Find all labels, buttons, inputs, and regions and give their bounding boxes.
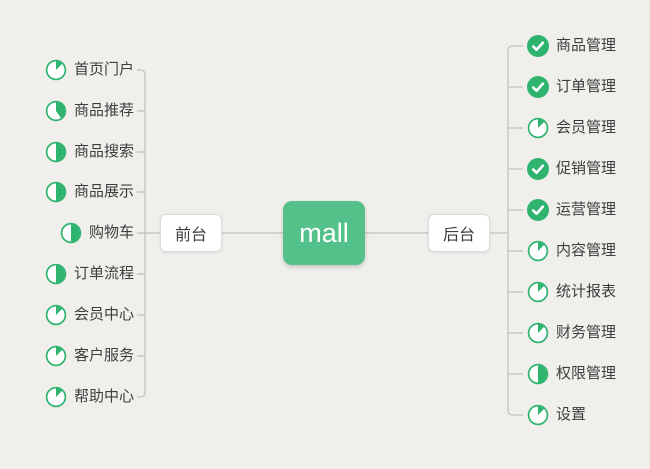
mindmap-item[interactable]: 商品展示 <box>45 180 134 204</box>
mindmap-item[interactable]: 设置 <box>527 403 586 427</box>
item-label: 首页门户 <box>73 61 134 78</box>
progress-pie-icon <box>45 386 67 408</box>
item-label: 会员中心 <box>73 306 134 323</box>
check-circle-icon <box>527 76 549 98</box>
mindmap-item[interactable]: 客户服务 <box>45 344 134 368</box>
mindmap-item[interactable]: 运营管理 <box>527 198 616 222</box>
progress-pie-icon <box>527 117 549 139</box>
item-label: 会员管理 <box>556 119 617 136</box>
item-label: 运营管理 <box>556 201 617 218</box>
progress-pie-icon <box>45 59 67 81</box>
item-label: 内容管理 <box>556 242 617 259</box>
mindmap-item[interactable]: 权限管理 <box>527 362 616 386</box>
root-node-mall[interactable]: mall <box>283 201 365 265</box>
mindmap-item[interactable]: 购物车 <box>60 221 134 245</box>
mindmap-item[interactable]: 统计报表 <box>527 280 616 304</box>
item-label: 财务管理 <box>556 324 617 341</box>
branch-node-frontend[interactable]: 前台 <box>160 214 222 252</box>
progress-pie-icon <box>45 304 67 326</box>
item-label: 设置 <box>556 406 587 423</box>
progress-pie-icon <box>527 281 549 303</box>
item-label: 购物车 <box>88 224 134 241</box>
mindmap-item[interactable]: 财务管理 <box>527 321 616 345</box>
mindmap-item[interactable]: 会员中心 <box>45 303 134 327</box>
mindmap-item[interactable]: 帮助中心 <box>45 385 134 409</box>
item-label: 权限管理 <box>556 365 617 382</box>
check-circle-icon <box>527 158 549 180</box>
progress-pie-icon <box>45 345 67 367</box>
progress-pie-icon <box>45 141 67 163</box>
item-label: 商品搜索 <box>73 143 134 160</box>
mindmap-item[interactable]: 会员管理 <box>527 116 616 140</box>
item-label: 帮助中心 <box>73 388 134 405</box>
item-label: 商品推荐 <box>73 102 134 119</box>
item-label: 商品展示 <box>73 183 134 200</box>
progress-pie-icon <box>45 100 67 122</box>
progress-pie-icon <box>527 240 549 262</box>
mindmap-item[interactable]: 订单管理 <box>527 75 616 99</box>
item-label: 订单流程 <box>73 265 134 282</box>
progress-pie-icon <box>527 404 549 426</box>
check-circle-icon <box>527 35 549 57</box>
item-label: 商品管理 <box>556 37 617 54</box>
progress-pie-icon <box>60 222 82 244</box>
mindmap-item[interactable]: 商品推荐 <box>45 99 134 123</box>
progress-pie-icon <box>527 363 549 385</box>
branch-node-backend[interactable]: 后台 <box>428 214 490 252</box>
progress-pie-icon <box>527 322 549 344</box>
mindmap-item[interactable]: 内容管理 <box>527 239 616 263</box>
item-label: 订单管理 <box>556 78 617 95</box>
mindmap-item[interactable]: 商品管理 <box>527 34 616 58</box>
progress-pie-icon <box>45 181 67 203</box>
item-label: 客户服务 <box>73 347 134 364</box>
item-label: 促销管理 <box>556 160 617 177</box>
check-circle-icon <box>527 199 549 221</box>
mindmap-item[interactable]: 商品搜索 <box>45 140 134 164</box>
item-label: 统计报表 <box>556 283 617 300</box>
progress-pie-icon <box>45 263 67 285</box>
mindmap-item[interactable]: 订单流程 <box>45 262 134 286</box>
mindmap-item[interactable]: 首页门户 <box>45 58 134 82</box>
mindmap-item[interactable]: 促销管理 <box>527 157 616 181</box>
